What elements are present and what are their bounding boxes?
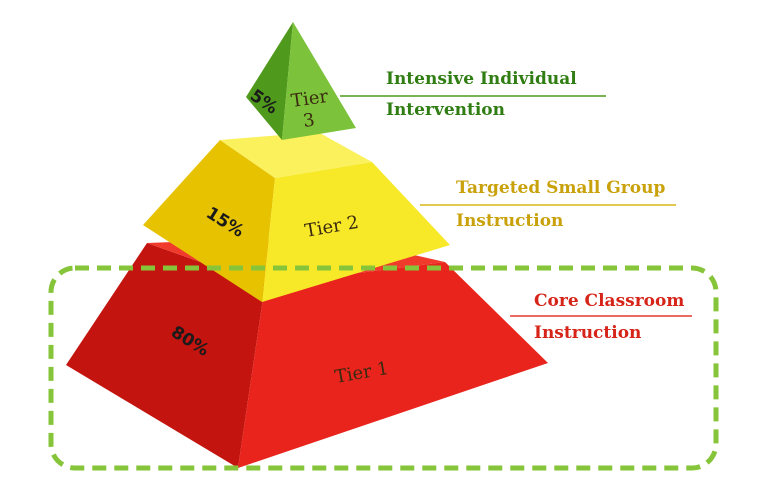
tier-1-highlight-frame	[48, 265, 719, 471]
tier-1-description-line-2: Instruction	[534, 323, 641, 343]
tier-2-callout: Targeted Small Group Instruction	[420, 178, 676, 231]
tier-3-left-face	[246, 22, 293, 140]
tier-3-front-face	[282, 22, 356, 140]
tier-1-front-face	[238, 262, 548, 468]
tier-3-description-line-1: Intensive Individual	[386, 69, 577, 89]
tier-2-description-line-2: Instruction	[456, 211, 563, 231]
tier-3-block: 5% Tier 3	[246, 22, 356, 140]
tier-3-description-line-2: Intervention	[386, 100, 505, 120]
tier-1-description-line-1: Core Classroom	[534, 291, 684, 311]
tier-1-left-face	[66, 243, 265, 468]
tier-3-label-line-1: Tier	[290, 86, 330, 112]
tier-3-label-line-2: 3	[302, 110, 316, 132]
tier-2-top-face	[220, 132, 372, 178]
tier-2-description-line-1: Targeted Small Group	[456, 178, 665, 198]
tier-1-callout: Core Classroom Instruction	[510, 291, 692, 343]
tier-2-left-face	[143, 140, 275, 302]
tier-3-callout: Intensive Individual Intervention	[340, 69, 606, 120]
